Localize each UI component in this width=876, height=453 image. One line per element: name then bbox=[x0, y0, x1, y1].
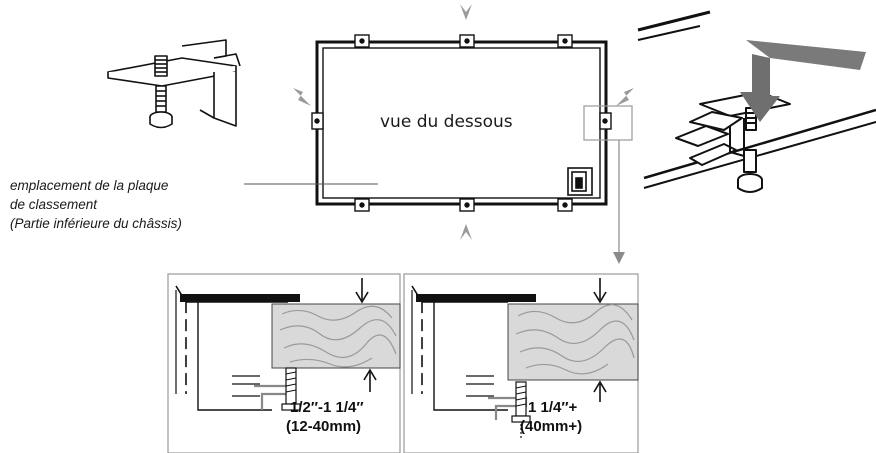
rating-plate-label-line2: de classement bbox=[10, 197, 98, 212]
panel-thick bbox=[403, 273, 639, 453]
rating-plate-label-line1: emplacement de la plaque bbox=[10, 178, 169, 193]
frame-view-label: vue du dessous bbox=[380, 112, 513, 132]
rating-plate-label: emplacement de la plaque de classement (… bbox=[10, 176, 182, 233]
power-switch bbox=[567, 167, 593, 196]
clamp-illustration bbox=[107, 39, 241, 129]
highlight-box bbox=[583, 105, 633, 141]
press-arrow bbox=[740, 40, 866, 122]
thick-range-mm: (40mm+) bbox=[520, 418, 583, 435]
thin-range-inches: 1/2″-1 1/4″ bbox=[290, 399, 364, 416]
thin-range-mm: (12-40mm) bbox=[286, 418, 362, 435]
thick-range-inches: 1 1/4″+ bbox=[528, 399, 578, 416]
rating-plate-label-line3: (Partie inférieure du châssis) bbox=[10, 216, 182, 231]
panel-thin bbox=[167, 273, 401, 453]
perspective-clamp-illustration bbox=[637, 10, 876, 193]
gray-pointer-arrows bbox=[293, 4, 634, 240]
frame-brackets bbox=[311, 34, 612, 212]
